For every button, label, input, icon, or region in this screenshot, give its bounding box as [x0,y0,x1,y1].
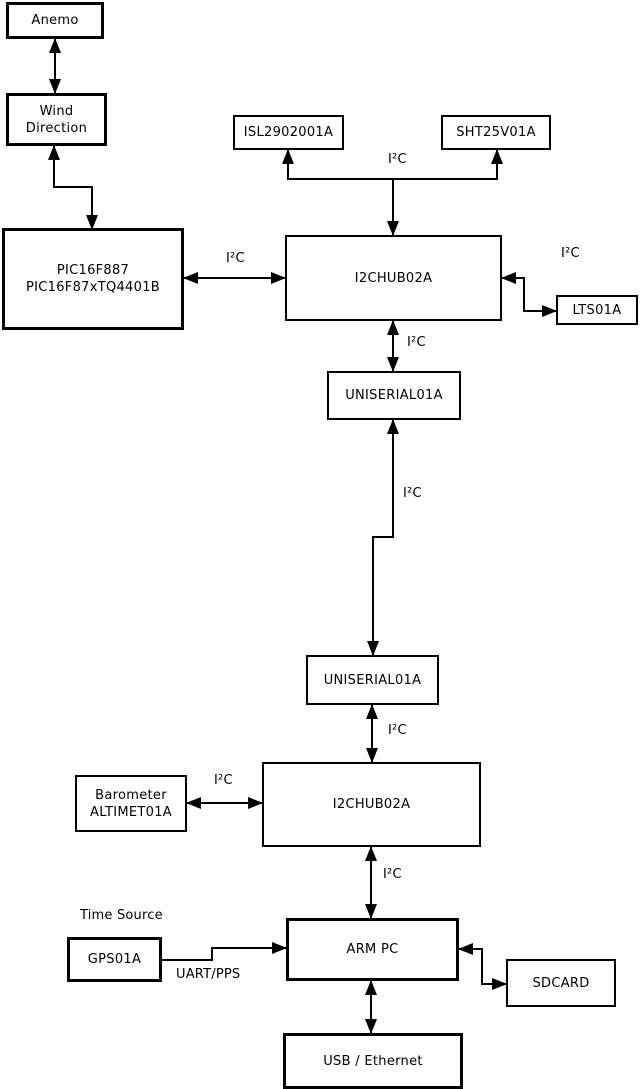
node-barometer: Barometer ALTIMET01A [75,775,187,832]
edge-winddirection-pic [48,145,98,230]
edge-i2chubtop-lts [501,272,557,317]
node-uniserial-top: UNISERIAL01A [327,371,461,420]
node-sdcard-label: SDCARD [532,975,590,991]
edge-uniserialtop-uniserialbottom [367,419,399,656]
edge-label-time-source: Time Source [80,908,163,923]
node-i2chub-bottom-label: I2CHUB02A [332,797,411,812]
node-arm-pc: ARM PC [286,918,459,981]
node-lts01a-label: LTS01A [572,302,622,318]
edge-gps-armpc [162,942,287,961]
node-usb-ethernet: USB / Ethernet [283,1033,463,1089]
node-wind-direction: Wind Direction [6,93,107,146]
edge-label-i2c-hub-uniserial: I²C [407,335,426,350]
node-arm-pc-label: ARM PC [346,942,399,957]
edge-label-i2c-uniserial-link: I²C [403,486,422,501]
node-gps01a: GPS01A [67,937,162,982]
node-uniserial-top-label: UNISERIAL01A [345,388,443,403]
node-pic: PIC16F887 PIC16F87xTQ4401B [2,228,184,330]
node-sht25v01a: SHT25V01A [441,115,551,150]
node-pic-label: PIC16F887 PIC16F87xTQ4401B [26,263,160,295]
node-i2chub-bottom: I2CHUB02A [262,762,481,847]
edge-armpc-sdcard [458,943,507,990]
node-usb-ethernet-label: USB / Ethernet [323,1053,423,1069]
node-gps01a-label: GPS01A [87,952,142,967]
node-uniserial-bottom: UNISERIAL01A [306,655,439,705]
node-anemo-label: Anemo [31,13,79,28]
edge-label-i2c-hub2-armpc: I²C [383,867,402,882]
node-wind-direction-label: Wind Direction [25,103,88,136]
node-barometer-label: Barometer ALTIMET01A [90,787,172,820]
node-lts01a: LTS01A [556,295,638,325]
edge-label-i2c-barometer: I²C [214,773,233,788]
node-sdcard: SDCARD [506,959,616,1007]
node-uniserial-bottom-label: UNISERIAL01A [323,672,422,688]
edge-label-i2c-top-branch: I²C [388,152,407,167]
node-i2chub-top: I2CHUB02A [285,235,502,321]
node-isl2902001a: ISL2902001A [233,115,344,150]
edge-label-i2c-uniserial-hub2: I²C [388,723,407,738]
node-isl2902001a-label: ISL2902001A [243,125,334,140]
node-i2chub-top-label: I2CHUB02A [354,270,433,286]
edge-label-i2c-hub-lts: I²C [561,246,580,261]
edge-label-i2c-pic-hub: I²C [226,251,245,266]
edge-label-uart-pps: UART/PPS [176,967,241,982]
node-anemo: Anemo [6,2,104,39]
node-sht25v01a-label: SHT25V01A [456,125,536,140]
